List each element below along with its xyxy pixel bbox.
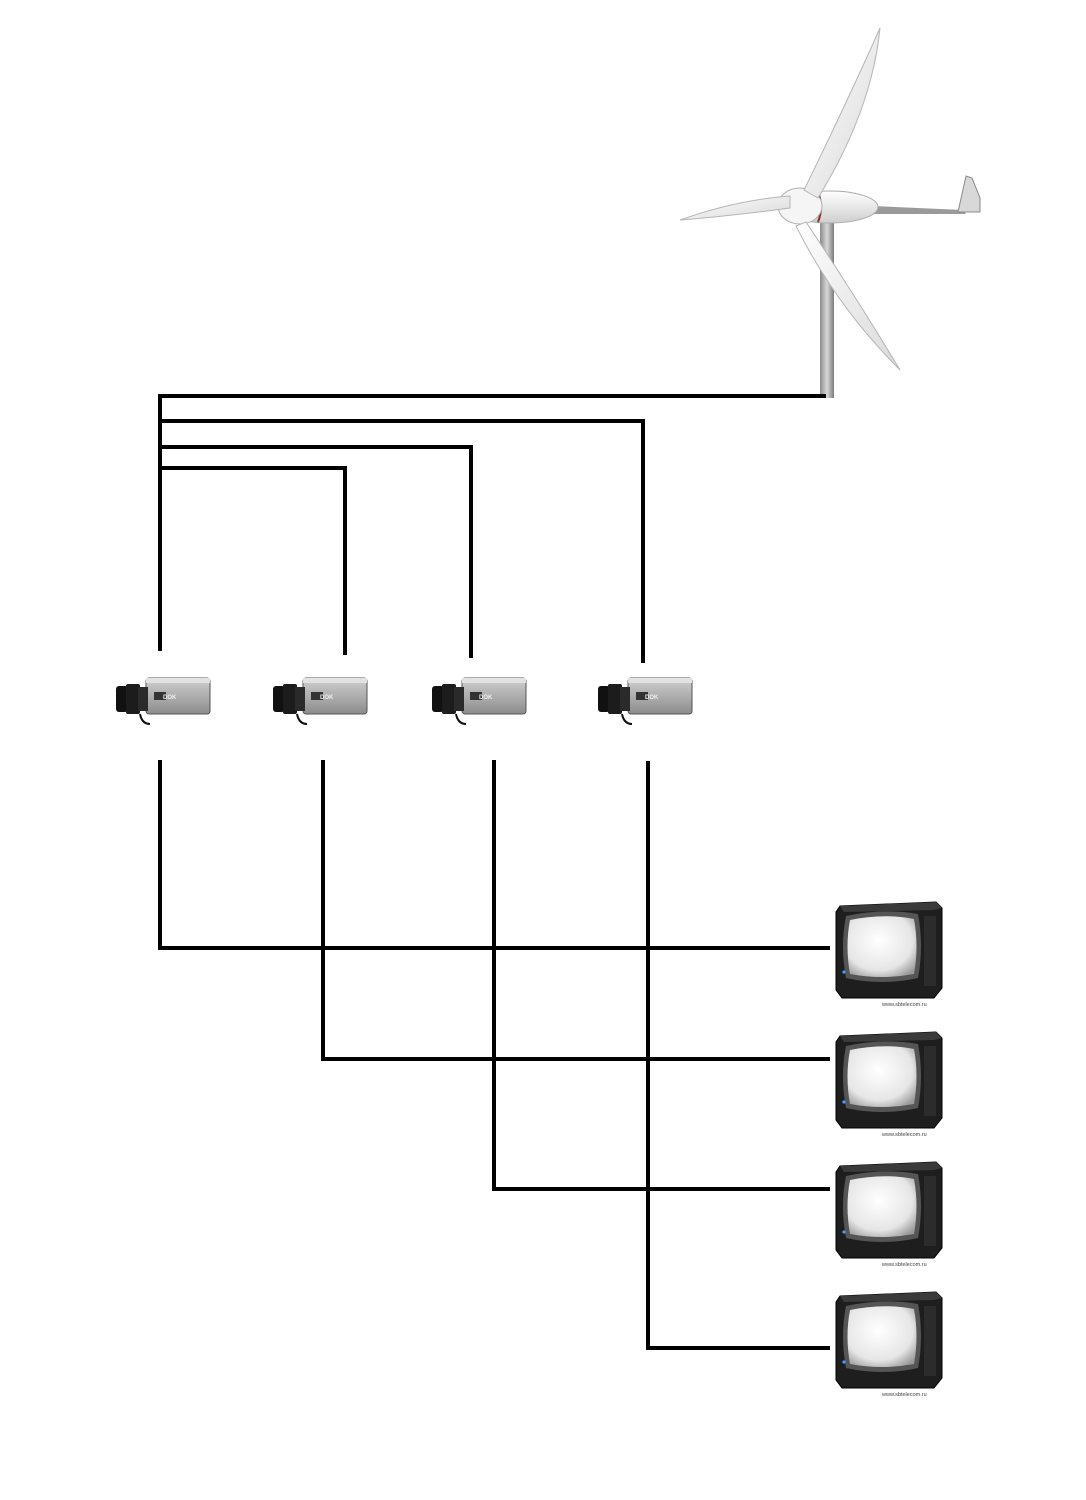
camera-3: DOK <box>431 677 527 725</box>
monitor-watermark: www.sbtelecom.ru <box>881 1262 927 1268</box>
camera-2: DOK <box>272 677 368 725</box>
monitor-4: www.sbtelecom.ru <box>835 1291 943 1398</box>
monitor-2: www.sbtelecom.ru <box>835 1031 943 1138</box>
turbine-tail-fin <box>957 175 981 213</box>
turbine-tail-boom <box>872 206 966 214</box>
video-wires <box>158 760 830 1350</box>
camera-brand: DOK <box>645 695 659 701</box>
monitor-watermark: www.sbtelecom.ru <box>881 1132 927 1138</box>
turbine-blade-upper <box>803 27 881 199</box>
monitor-1: www.sbtelecom.ru <box>835 901 943 1008</box>
power-wire-camera-2 <box>160 466 347 655</box>
turbine-blade-lower <box>795 221 901 371</box>
power-wire-camera-3 <box>160 445 473 658</box>
turbine-blade-left <box>679 195 791 221</box>
video-wire-3 <box>492 760 830 1191</box>
camera-4: DOK <box>597 677 693 725</box>
monitor-watermark: www.sbtelecom.ru <box>881 1002 927 1008</box>
power-wire-camera-1 <box>158 394 826 651</box>
camera-brand: DOK <box>479 695 493 701</box>
camera-1: DOK <box>115 677 211 725</box>
power-wires <box>158 394 826 663</box>
monitor-watermark: www.sbtelecom.ru <box>881 1392 927 1398</box>
wind-turbine-icon <box>679 27 981 398</box>
camera-brand: DOK <box>320 695 334 701</box>
monitor-3: www.sbtelecom.ru <box>835 1161 943 1268</box>
video-wire-4 <box>646 761 830 1350</box>
power-wire-camera-4 <box>160 419 645 663</box>
video-wire-1 <box>158 760 830 950</box>
camera-brand: DOK <box>163 695 177 701</box>
video-wire-2 <box>321 760 830 1061</box>
